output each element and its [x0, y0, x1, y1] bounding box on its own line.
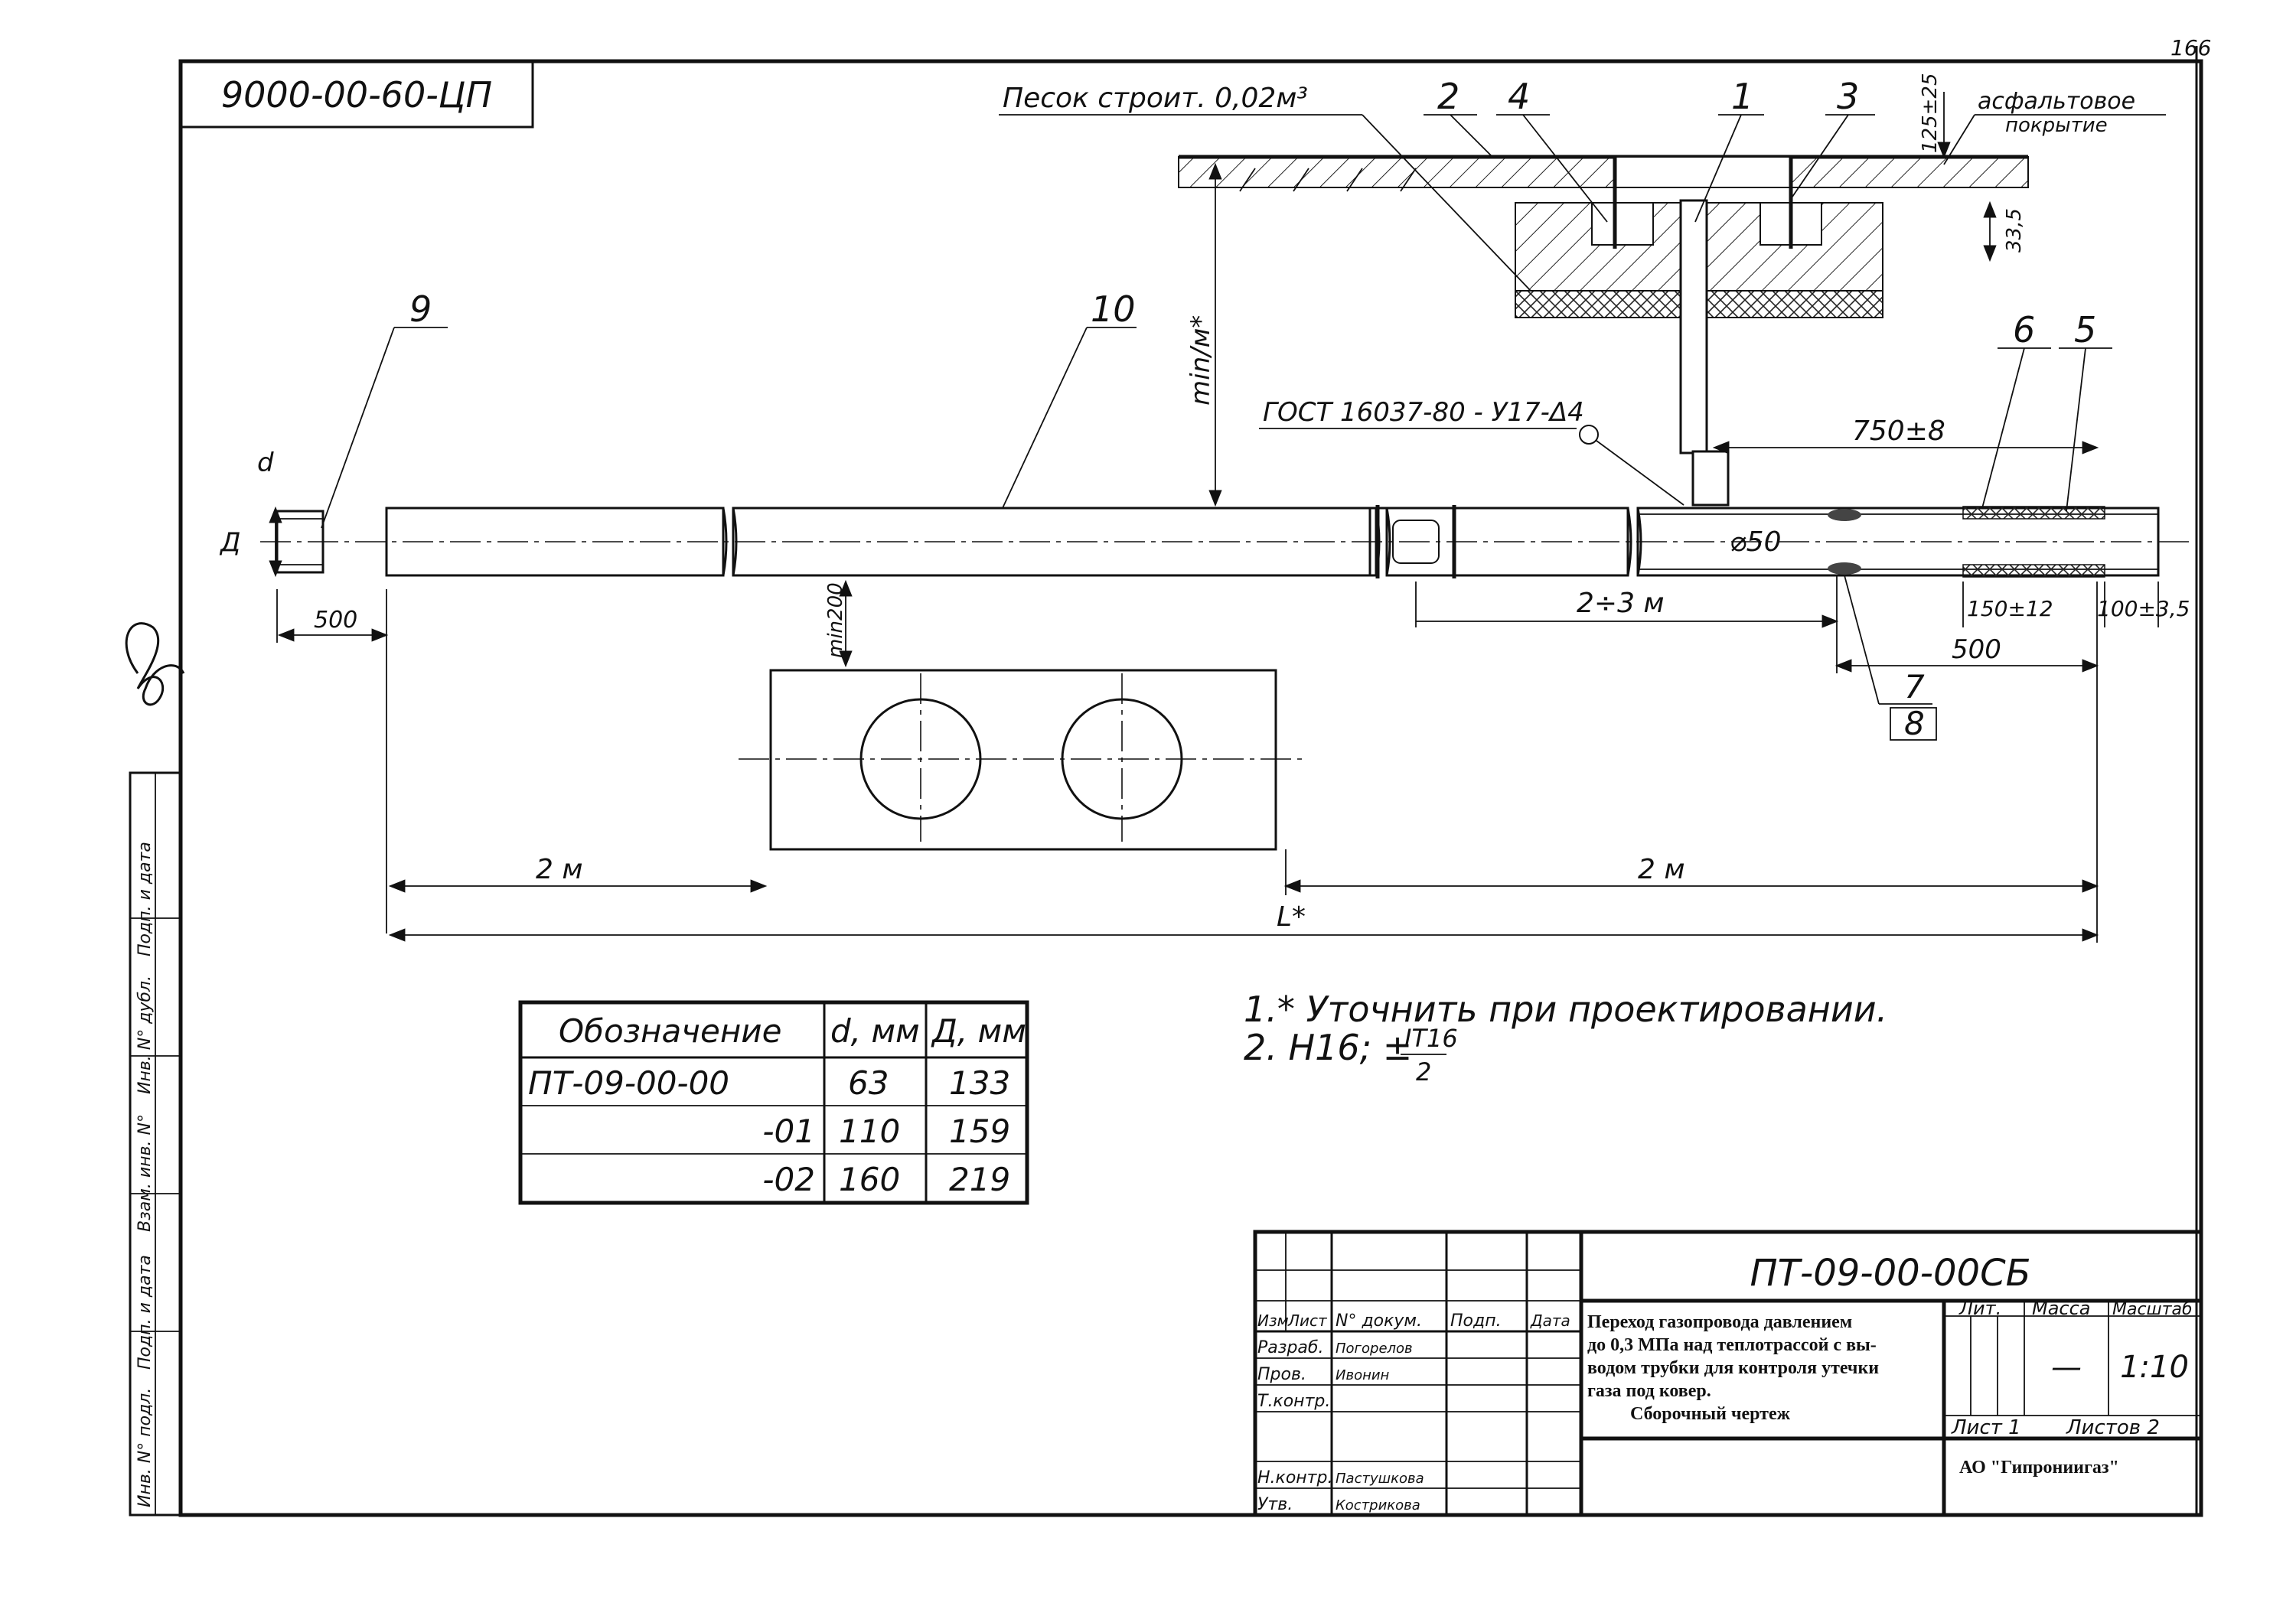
callouts: Песок строит. 0,02м³ асфальтовое покрыти… — [999, 83, 2166, 506]
tb-role-2: Т.контр. — [1257, 1392, 1330, 1411]
tb-col-sign: Подп. — [1450, 1311, 1502, 1331]
tb-mass-value: — — [2051, 1350, 2082, 1385]
spec-row-2-D: 219 — [949, 1161, 1010, 1198]
dim-125: 125±25 — [1919, 73, 1942, 154]
spec-row-1-D: 159 — [949, 1113, 1010, 1150]
position-leaders — [321, 114, 2112, 741]
tb-scale-label: Масштаб — [2112, 1300, 2193, 1319]
tb-col-list: Лист — [1287, 1311, 1328, 1330]
tb-code: ПТ-09-00-00СБ — [1750, 1252, 2030, 1295]
spec-row-2-d: 160 — [839, 1161, 900, 1198]
spec-header-D: Д, мм — [931, 1012, 1026, 1050]
dim-dia50: ⌀50 — [1730, 526, 1781, 558]
pos-7: 7 — [1904, 668, 1925, 705]
spec-row-1-designation: -01 — [762, 1113, 815, 1150]
signature-mark — [125, 622, 185, 706]
gas-pipe — [260, 505, 2189, 578]
dim-150: 150±12 — [1967, 596, 2053, 621]
pos-4: 4 — [1508, 76, 1530, 117]
tb-col-izm: Изм — [1257, 1311, 1289, 1330]
tb-name-0: Погорелов — [1336, 1341, 1413, 1357]
spec-table — [518, 1000, 1029, 1205]
note-2: 2. Н16; ± — [1244, 1027, 1412, 1068]
dim-2m-right: 2 м — [1638, 854, 1685, 885]
stamp-code-rotated: 9000-00-60-ЦП — [221, 74, 492, 116]
callout-sand: Песок строит. 0,02м³ — [1003, 83, 1308, 114]
pos-3: 3 — [1837, 76, 1859, 117]
dim-2m-left: 2 м — [536, 854, 583, 885]
tb-title-1: до 0,3 МПа над теплотрассой с вы- — [1587, 1335, 1877, 1355]
tb-sheet: Лист 1 — [1951, 1416, 2021, 1439]
heating-main — [739, 669, 1305, 851]
tb-role-1: Пров. — [1257, 1365, 1306, 1384]
spec-header-d: d, мм — [830, 1012, 920, 1050]
tb-role-0: Разраб. — [1257, 1338, 1323, 1357]
dim-min200: min200 — [824, 582, 847, 658]
outer-frame — [178, 59, 2203, 1517]
side-label-3: Инв. N° дубл. — [135, 976, 155, 1094]
tb-col-date: Дата — [1530, 1311, 1570, 1330]
page-mark: 166 — [2170, 35, 2211, 60]
callout-asphalt-1: асфальтовое — [1978, 88, 2135, 115]
callout-weld: ГОСТ 16037-80 - У17-Δ4 — [1263, 397, 1584, 428]
pos-9: 9 — [409, 288, 432, 330]
pos-5: 5 — [2074, 309, 2096, 350]
spec-row-0-designation: ПТ-09-00-00 — [528, 1064, 729, 1102]
dim-d: d — [257, 448, 274, 478]
pos-10: 10 — [1091, 288, 1136, 330]
dim-750: 750±8 — [1852, 415, 1945, 447]
pos-6: 6 — [2013, 309, 2035, 350]
tb-title-3: газа под ковер. — [1587, 1381, 1711, 1401]
side-stamp: Инв. N° подл. Подп. и дата Взам. инв. N°… — [129, 771, 182, 1517]
dim-range: 2÷3 м — [1577, 588, 1665, 619]
note-2-den: 2 — [1416, 1057, 1431, 1087]
tb-scale-value: 1:10 — [2120, 1350, 2189, 1385]
tb-name-1: Ивонин — [1336, 1367, 1390, 1383]
dim-total: L* — [1277, 901, 1306, 933]
dim-D: Д — [219, 527, 241, 558]
dim-100: 100±3,5 — [2097, 596, 2190, 621]
tb-sheets: Листов 2 — [2066, 1416, 2160, 1439]
dimension-lines — [269, 92, 2159, 943]
side-label-2: Взам. инв. N° — [135, 1114, 155, 1232]
spec-row-0-D: 133 — [949, 1064, 1010, 1102]
tb-role-4: Утв. — [1257, 1495, 1293, 1514]
side-label-0: Инв. N° подл. — [135, 1388, 155, 1507]
pos-1: 1 — [1731, 76, 1753, 117]
dim-500-left: 500 — [314, 607, 357, 634]
tb-org: АО "Гипрониигаз" — [1959, 1458, 2119, 1478]
side-label-4: Подп. и дата — [135, 842, 155, 956]
note-1: 1.* Уточнить при проектировании. — [1244, 989, 1887, 1030]
tb-mass-label: Масса — [2032, 1298, 2091, 1319]
dim-500-right: 500 — [1952, 634, 2001, 665]
spec-row-2-designation: -02 — [762, 1161, 815, 1198]
spec-row-1-d: 110 — [839, 1113, 900, 1150]
spec-header-designation: Обозначение — [559, 1012, 781, 1050]
dim-depth: min/м* — [1186, 315, 1216, 406]
dim-335: 33,5 — [2003, 208, 2026, 252]
stamp-code-box — [179, 60, 534, 129]
pos-2: 2 — [1437, 76, 1459, 117]
tb-role-3: Н.контр. — [1257, 1468, 1332, 1487]
callout-asphalt-2: покрытие — [2005, 114, 2108, 137]
tb-title-0: Переход газопровода давлением — [1587, 1312, 1852, 1332]
tb-doc-type: Сборочный чертеж — [1630, 1404, 1791, 1424]
side-label-1: Подп. и дата — [135, 1255, 155, 1370]
tb-name-3: Пастушкова — [1336, 1471, 1424, 1487]
tb-title-2: водом трубки для контроля утечки — [1587, 1358, 1879, 1378]
tb-col-docnum: N° докум. — [1336, 1311, 1422, 1331]
pos-8: 8 — [1904, 705, 1925, 742]
tb-lit-label: Лит. — [1958, 1298, 2001, 1319]
title-block — [1253, 1230, 2203, 1517]
carpet-assembly — [1178, 155, 2029, 507]
spec-row-0-d: 63 — [848, 1064, 889, 1102]
note-2-num: IT16 — [1404, 1024, 1458, 1053]
tb-name-4: Кострикова — [1336, 1497, 1420, 1513]
